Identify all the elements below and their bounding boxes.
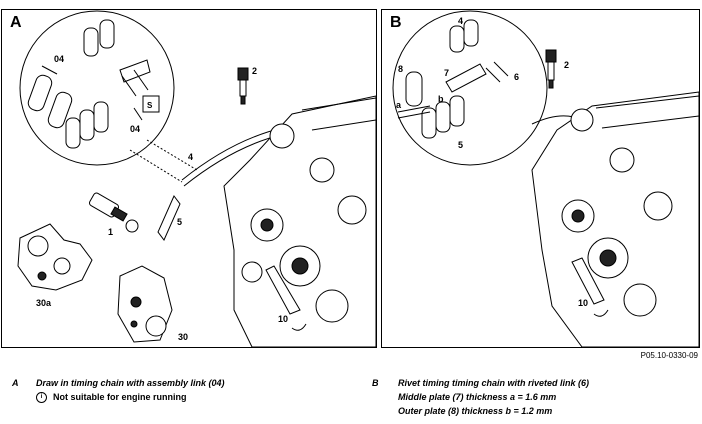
label-30a: 30a [36, 298, 52, 308]
label-04-bottom: 04 [130, 124, 140, 134]
label-6: 6 [514, 72, 519, 82]
caption-b-letter: B [372, 378, 379, 388]
label-5-a: 5 [177, 217, 182, 227]
caption-a-line1: Draw in timing chain with assembly link … [36, 378, 225, 388]
caption-b-line1: Rivet timing timing chain with riveted l… [398, 378, 590, 388]
part-30 [117, 265, 173, 343]
svg-text:S: S [147, 101, 153, 110]
panel-b-drawing: 4 8 7 6 a b 5 2 10 [392, 10, 699, 347]
label-04-top: 04 [54, 54, 64, 64]
chain-tensioner [88, 192, 139, 233]
label-10-a: 10 [278, 314, 288, 324]
figure-reference: P05.10-0330-09 [640, 351, 698, 360]
caption-b-line2: Middle plate (7) thickness a = 1.6 mm [398, 392, 557, 402]
panel-a: A S 04 04 2 [1, 9, 377, 348]
part-30a [17, 223, 93, 291]
label-7: 7 [444, 68, 449, 78]
label-2-b: 2 [564, 60, 569, 70]
label-10-b: 10 [578, 298, 588, 308]
label-30: 30 [178, 332, 188, 342]
caption-a-line2: Not suitable for engine running [53, 392, 187, 402]
info-icon: i [36, 392, 47, 404]
panel-a-drawing: S 04 04 2 4 5 1 [17, 10, 376, 347]
label-1-a: 1 [108, 227, 113, 237]
panel-b-letter: B [390, 14, 402, 31]
detail-magnifier-b [392, 10, 548, 166]
spark-plug-b [545, 49, 557, 89]
panel-b: B 4 8 7 6 a b 5 2 [381, 9, 700, 348]
engine-block-a [223, 95, 376, 347]
crankshaft-bolt-b [571, 257, 605, 305]
label-4-b: 4 [458, 16, 463, 26]
tensioning-rail [157, 195, 181, 241]
label-a: a [396, 100, 402, 110]
caption-b-line3: Outer plate (8) thickness b = 1.2 mm [398, 406, 553, 416]
engine-block-b [531, 91, 699, 347]
label-8: 8 [398, 64, 403, 74]
chain-detail-b [397, 19, 509, 139]
label-5-b: 5 [458, 140, 463, 150]
label-2-a: 2 [252, 66, 257, 76]
detail-magnifier [19, 10, 175, 166]
label-4-a: 4 [188, 152, 193, 162]
panel-a-letter: A [10, 14, 22, 31]
spark-plug [237, 67, 249, 105]
caption-a-line2-row: i Not suitable for engine running [36, 390, 187, 404]
crankshaft-bolt [265, 265, 301, 315]
caption-a-letter: A [12, 378, 19, 388]
chain-detail-a: S [27, 19, 160, 149]
label-b: b [438, 94, 444, 104]
